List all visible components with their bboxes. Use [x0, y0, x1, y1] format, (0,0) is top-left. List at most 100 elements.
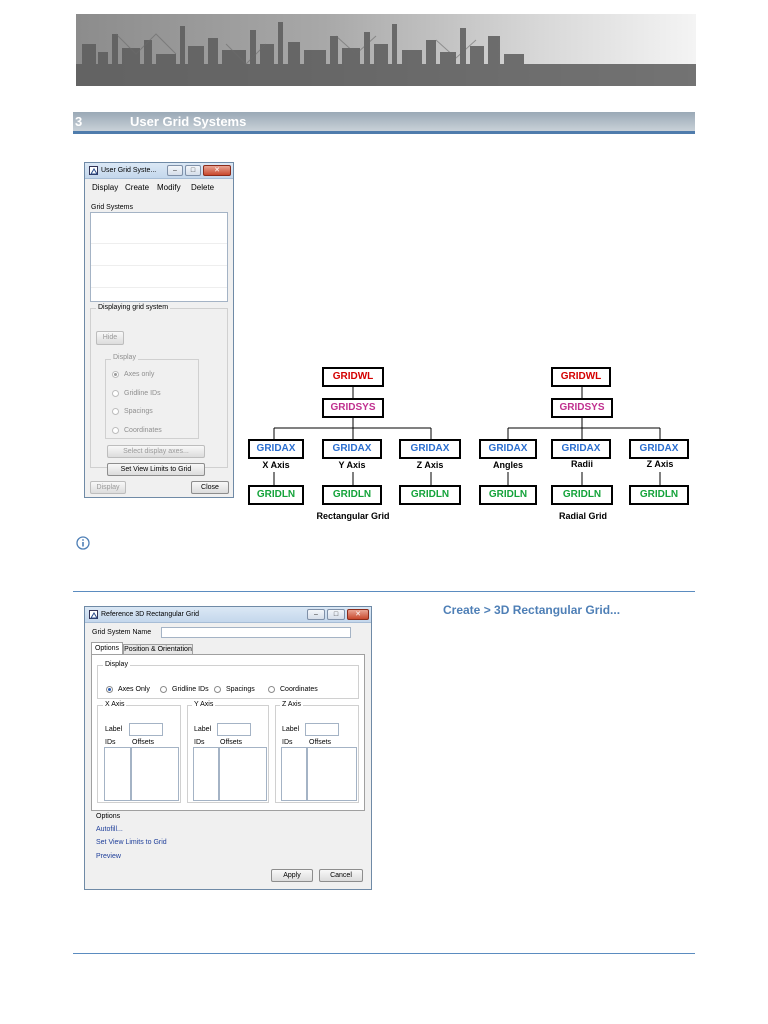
radial-gridax-z-node: GRIDAX — [629, 439, 689, 459]
y-axis-ids-header: IDs — [194, 739, 205, 746]
rect-y-axis-label: Y Axis — [338, 460, 366, 470]
radial-gridln-radii-node: GRIDLN — [551, 485, 613, 505]
z-axis-label-input[interactable] — [305, 723, 339, 736]
radial-gridln-angles-node: GRIDLN — [479, 485, 537, 505]
menu-delete[interactable]: Delete — [191, 183, 215, 192]
radio-coordinates[interactable] — [112, 427, 119, 434]
y-axis-offsets-header: Offsets — [220, 739, 243, 746]
rect-gridln-x-node: GRIDLN — [248, 485, 304, 505]
tab-options-label: Options — [94, 645, 120, 652]
minimize-button[interactable]: – — [167, 165, 183, 176]
radial-gridwl-node: GRIDWL — [551, 367, 611, 387]
create-menu-path: Create > 3D Rectangular Grid... — [443, 603, 621, 617]
options-label: Options — [96, 813, 121, 820]
autofill-link[interactable]: Autofill... — [96, 826, 123, 833]
display-button[interactable]: Display — [90, 481, 126, 494]
rect-gridax-y-node: GRIDAX — [322, 439, 382, 459]
radio-coordinates-label: Coordinates — [124, 427, 162, 434]
radio-spacings[interactable] — [112, 408, 119, 415]
rect-gridln-z-node: GRIDLN — [399, 485, 461, 505]
radial-z-axis-label: Z Axis — [646, 459, 674, 469]
rect-z-axis-label: Z Axis — [416, 460, 444, 470]
radio-spacings[interactable] — [214, 686, 221, 693]
hide-button[interactable]: Hide — [96, 331, 124, 345]
cancel-button[interactable]: Cancel — [319, 869, 363, 882]
radio-gridline-ids[interactable] — [160, 686, 167, 693]
close-button[interactable]: Close — [191, 481, 229, 494]
radio-coordinates[interactable] — [268, 686, 275, 693]
minimize-button[interactable]: – — [307, 609, 325, 620]
grid-systems-label: Grid Systems — [91, 204, 134, 211]
z-axis-ids-list[interactable] — [281, 747, 307, 801]
rect-gridax-z-node: GRIDAX — [399, 439, 461, 459]
y-axis-ids-list[interactable] — [193, 747, 219, 801]
grid-systems-list[interactable] — [90, 212, 228, 302]
menu-modify[interactable]: Modify — [157, 183, 181, 192]
grid-system-name-label: Grid System Name — [92, 629, 152, 636]
dialog-title-bar: User Grid Syste... – □ ✕ — [85, 163, 233, 179]
x-axis-group — [97, 705, 181, 803]
radial-gridax-radii-node: GRIDAX — [551, 439, 611, 459]
z-axis-offsets-header: Offsets — [309, 739, 332, 746]
radio-gridline-ids[interactable] — [112, 390, 119, 397]
x-axis-title: X Axis — [103, 701, 127, 708]
menu-create[interactable]: Create — [125, 183, 150, 192]
rectangular-grid-caption: Rectangular Grid — [316, 511, 390, 521]
radio-gridline-ids-label: Gridline IDs — [172, 686, 209, 693]
x-axis-offsets-header: Offsets — [132, 739, 155, 746]
app-icon — [89, 166, 98, 175]
x-axis-offsets-list[interactable] — [131, 747, 179, 801]
dialog-title: Reference 3D Rectangular Grid — [101, 611, 200, 618]
tab-position-orientation[interactable]: Position & Orientation — [123, 644, 193, 655]
radial-gridln-z-node: GRIDLN — [629, 485, 689, 505]
preview-link[interactable]: Preview — [96, 853, 121, 860]
radio-axes-only-label: Axes only — [124, 371, 155, 378]
maximize-button[interactable]: □ — [185, 165, 201, 176]
divider-bottom — [73, 953, 695, 954]
dialog-title: User Grid Syste... — [101, 167, 157, 174]
menu-display[interactable]: Display — [92, 183, 119, 192]
maximize-button[interactable]: □ — [327, 609, 345, 620]
grid-system-name-input[interactable] — [161, 627, 351, 638]
rect-gridln-y-node: GRIDLN — [322, 485, 382, 505]
radio-axes-only[interactable] — [106, 686, 113, 693]
y-axis-title: Y Axis — [192, 701, 216, 708]
apply-button[interactable]: Apply — [271, 869, 313, 882]
set-view-limits-button[interactable]: Set View Limits to Grid — [107, 463, 205, 476]
rect-gridwl-node: GRIDWL — [322, 367, 384, 387]
z-axis-title: Z Axis — [280, 701, 304, 708]
x-axis-label-input[interactable] — [129, 723, 163, 736]
x-axis-ids-list[interactable] — [104, 747, 131, 801]
dialog-title-bar: Reference 3D Rectangular Grid – □ ✕ — [85, 607, 371, 623]
app-icon — [89, 610, 98, 619]
y-axis-label-input[interactable] — [217, 723, 251, 736]
divider-top — [73, 591, 695, 592]
user-grid-systems-dialog: User Grid Syste... – □ ✕ Display Create … — [84, 162, 234, 498]
section-title: User Grid Systems — [130, 114, 247, 129]
section-number: 3 — [75, 114, 83, 129]
section-heading: 3 User Grid Systems — [73, 112, 695, 134]
z-axis-offsets-list[interactable] — [307, 747, 357, 801]
z-axis-label-label: Label — [282, 726, 300, 733]
radial-gridax-angles-node: GRIDAX — [479, 439, 537, 459]
radio-axes-only-label: Axes Only — [118, 686, 150, 693]
rect-x-axis-label: X Axis — [262, 460, 290, 470]
x-axis-ids-header: IDs — [105, 739, 116, 746]
radial-radii-label: Radii — [570, 459, 593, 469]
select-display-axes-button[interactable]: Select display axes... — [107, 445, 205, 458]
close-window-button[interactable]: ✕ — [347, 609, 369, 620]
x-axis-label-label: Label — [105, 726, 123, 733]
y-axis-group — [187, 705, 269, 803]
radio-spacings-label: Spacings — [124, 408, 153, 415]
radio-spacings-label: Spacings — [226, 686, 255, 693]
display-group — [97, 665, 359, 699]
set-view-limits-link[interactable]: Set View Limits to Grid — [96, 839, 167, 846]
y-axis-label-label: Label — [194, 726, 212, 733]
y-axis-offsets-list[interactable] — [219, 747, 267, 801]
close-window-button[interactable]: ✕ — [203, 165, 231, 176]
radio-coordinates-label: Coordinates — [280, 686, 318, 693]
tab-position-orientation-label: Position & Orientation — [124, 646, 192, 653]
radial-grid-caption: Radial Grid — [558, 511, 607, 521]
tab-options[interactable]: Options — [91, 642, 123, 655]
radio-axes-only[interactable] — [112, 371, 119, 378]
